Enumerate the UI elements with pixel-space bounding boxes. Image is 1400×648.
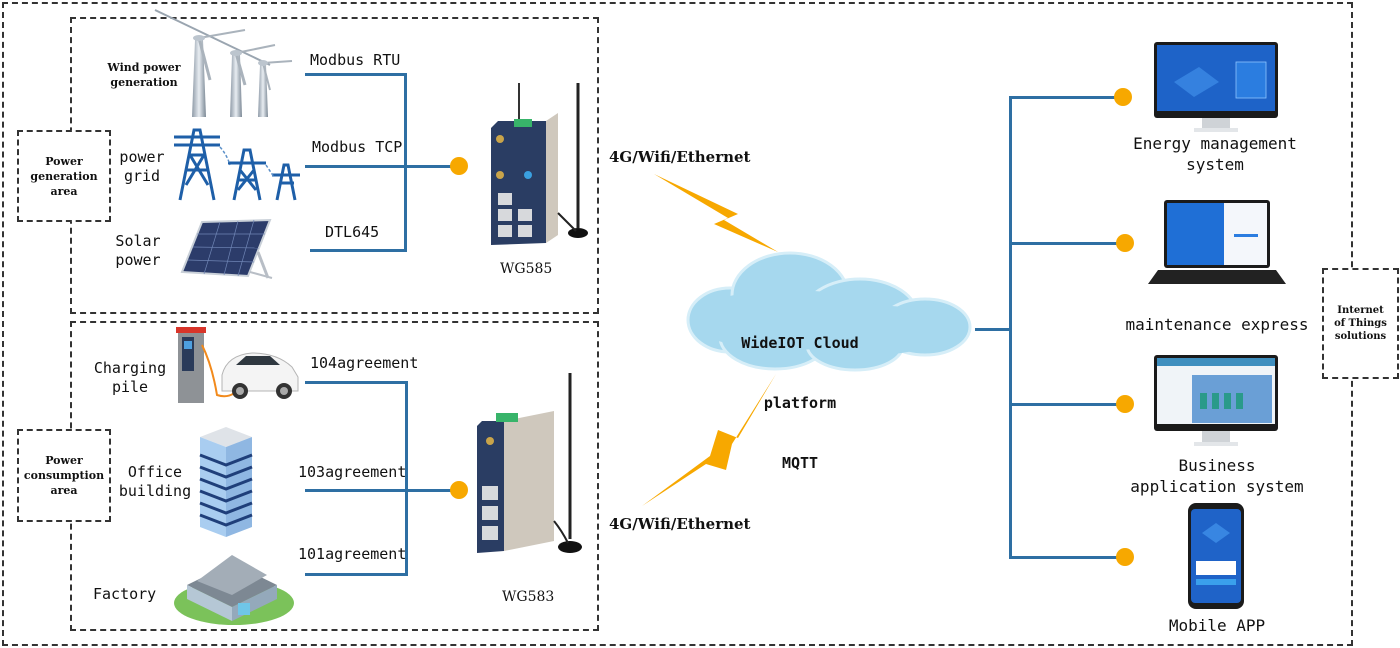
connector-line — [1009, 556, 1119, 559]
power-consumption-area-label: Power consumption area — [17, 429, 111, 522]
solution-connection-dot — [1116, 395, 1134, 413]
connector-line — [404, 73, 407, 252]
gateway-model-wg585: WG585 — [500, 261, 553, 277]
desktop-monitor-icon — [1154, 42, 1278, 132]
source-label-solar: Solar power — [115, 232, 161, 269]
source-label-grid: power grid — [119, 148, 165, 185]
gateway-model-wg583: WG583 — [502, 589, 555, 605]
source-label-office-building: Office building — [118, 463, 192, 500]
protocol-label-104: 104agreement — [310, 354, 419, 372]
desktop-monitor-icon — [1154, 355, 1278, 446]
source-label-charging-pile: Charging pile — [93, 359, 167, 396]
gateway-connection-dot — [450, 481, 468, 499]
connector-line — [1009, 96, 1012, 559]
transmission-tower-icon — [174, 128, 300, 201]
wind-turbine-icon — [154, 9, 293, 117]
connector-line — [305, 573, 408, 576]
protocol-label-dtl645: DTL645 — [325, 223, 380, 241]
connector-line — [305, 165, 460, 168]
connector-line — [1009, 242, 1119, 245]
solution-connection-dot — [1114, 88, 1132, 106]
gateway-connection-dot — [450, 157, 468, 175]
lightning-icon — [654, 174, 778, 252]
solution-label-mobile-app: Mobile APP — [1168, 616, 1266, 635]
iot-solutions-label: Internet of Things solutions — [1322, 268, 1399, 379]
connector-line — [1009, 96, 1119, 99]
gateway-router-icon — [477, 373, 582, 553]
cloud-icon — [686, 251, 972, 372]
solution-label-energy-management: Energy management system — [1133, 134, 1297, 174]
connector-line — [975, 328, 1011, 331]
protocol-label-modbus-tcp: Modbus TCP — [312, 138, 403, 156]
protocol-label-103: 103agreement — [298, 463, 407, 481]
connector-line — [305, 381, 408, 384]
connector-line — [310, 249, 407, 252]
protocol-label-modbus-rtu: Modbus RTU — [310, 51, 401, 69]
factory-icon — [174, 555, 294, 625]
gateway-router-icon — [491, 83, 588, 245]
protocol-label-101: 101agreement — [298, 545, 407, 563]
laptop-icon — [1148, 200, 1286, 284]
connector-line — [1009, 403, 1119, 406]
solution-connection-dot — [1116, 234, 1134, 252]
connector-line — [305, 489, 460, 492]
solution-label-business-application: Business application system — [1130, 456, 1304, 496]
link-label-top: 4G/Wifi/Ethernet — [609, 148, 751, 166]
solution-label-maintenance-express: maintenance express — [1125, 315, 1309, 334]
source-label-wind: Wind power generation — [107, 61, 181, 89]
connector-line — [405, 381, 408, 576]
ev-charger-icon — [176, 327, 299, 403]
link-label-bottom: 4G/Wifi/Ethernet — [609, 515, 751, 533]
source-label-factory: Factory — [93, 585, 157, 603]
connector-line — [305, 73, 407, 76]
solar-panel-icon — [180, 218, 273, 279]
smartphone-icon — [1188, 503, 1244, 609]
office-building-icon — [199, 427, 253, 537]
cloud-title: WideIOT Cloud platform MQTT — [741, 334, 859, 472]
power-generation-area-label: Power generation area — [17, 130, 111, 222]
solution-connection-dot — [1116, 548, 1134, 566]
